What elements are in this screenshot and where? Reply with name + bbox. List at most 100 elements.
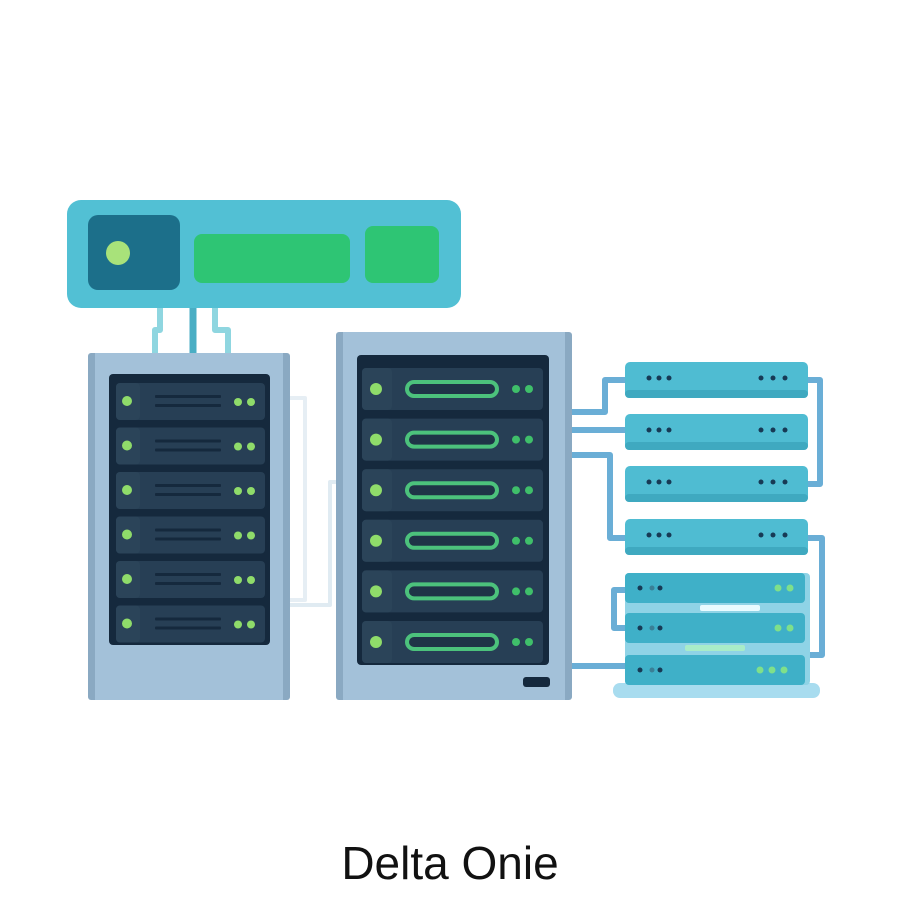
- led-icon: [370, 534, 382, 547]
- unit-body: [116, 561, 265, 598]
- led-icon: [370, 484, 382, 497]
- port-icon: [646, 375, 652, 381]
- stack-unit: [625, 573, 805, 603]
- led-icon: [122, 440, 132, 451]
- vent-line: [155, 626, 221, 630]
- vent-line: [155, 484, 221, 487]
- cable: [808, 377, 823, 487]
- drive-slot: [405, 380, 499, 398]
- led-icon: [247, 487, 255, 495]
- switch-body: [625, 466, 808, 502]
- cable: [572, 452, 625, 541]
- cables: [152, 308, 825, 669]
- led-icon: [370, 383, 382, 395]
- port-icon: [656, 532, 662, 538]
- port-icon: [758, 479, 764, 485]
- port-icon: [637, 625, 643, 631]
- switch-unit: [625, 414, 808, 450]
- power-led-icon: [106, 241, 130, 265]
- port-icon: [649, 667, 655, 673]
- network-switches: [613, 362, 820, 698]
- led-icon: [525, 536, 533, 545]
- vent-line: [155, 395, 221, 398]
- vent-line: [155, 448, 221, 452]
- port-icon: [656, 375, 662, 381]
- port-icon: [782, 375, 788, 381]
- led-icon: [122, 574, 132, 584]
- switch-body: [625, 519, 808, 555]
- server-unit: [362, 418, 543, 461]
- led-icon: [774, 584, 782, 592]
- port-icon: [782, 427, 788, 433]
- led-icon: [370, 433, 382, 446]
- led-icon: [512, 435, 520, 444]
- port-icon: [657, 667, 663, 673]
- port-icon: [770, 427, 776, 433]
- router-display: [194, 234, 350, 283]
- port-icon: [758, 427, 764, 433]
- cable: [212, 308, 231, 356]
- server-unit: [362, 570, 543, 613]
- led-icon: [247, 531, 255, 540]
- vent-line: [155, 582, 221, 585]
- switch-base: [625, 494, 808, 502]
- switch-base: [625, 547, 808, 555]
- led-icon: [234, 576, 242, 584]
- stack-unit-body: [625, 573, 805, 603]
- led-icon: [786, 584, 794, 592]
- led-icon: [512, 385, 520, 393]
- server-unit: [116, 516, 265, 554]
- led-icon: [512, 486, 520, 495]
- led-icon: [234, 531, 242, 540]
- vent-line: [155, 573, 221, 576]
- port-icon: [782, 479, 788, 485]
- highlight: [685, 645, 745, 651]
- port-icon: [770, 532, 776, 538]
- port-icon: [649, 585, 655, 591]
- stack-unit: [625, 613, 805, 643]
- led-icon: [122, 529, 132, 540]
- switch-unit: [625, 466, 808, 502]
- vent-line: [155, 439, 221, 443]
- led-icon: [786, 624, 794, 632]
- highlight: [700, 605, 760, 611]
- switch-unit: [625, 519, 808, 555]
- stack-unit-body: [625, 655, 805, 685]
- led-icon: [525, 435, 533, 444]
- cable: [290, 396, 307, 602]
- led-icon: [512, 536, 520, 545]
- stack-unit: [625, 655, 805, 685]
- router-panel: [88, 215, 180, 290]
- led-icon: [525, 385, 533, 393]
- unit-body: [116, 472, 265, 509]
- drive-slot: [405, 582, 499, 601]
- caption: Delta Onie: [341, 837, 559, 889]
- server-unit: [116, 472, 265, 509]
- server-unit: [116, 605, 265, 643]
- port-icon: [657, 585, 663, 591]
- drive-slot: [405, 531, 499, 550]
- port-icon: [657, 625, 663, 631]
- vent-line: [155, 528, 221, 532]
- led-icon: [234, 442, 242, 451]
- server-unit: [362, 368, 543, 410]
- status-bar: [523, 677, 550, 687]
- port-icon: [646, 427, 652, 433]
- led-icon: [780, 666, 788, 674]
- port-icon: [656, 479, 662, 485]
- led-icon: [122, 618, 132, 629]
- drive-slot: [405, 481, 499, 500]
- vent-line: [155, 617, 221, 621]
- port-icon: [770, 375, 776, 381]
- led-icon: [774, 624, 782, 632]
- cable: [611, 587, 625, 631]
- vent-line: [155, 537, 221, 541]
- led-icon: [247, 620, 255, 629]
- switch-unit: [625, 362, 808, 398]
- port-icon: [656, 427, 662, 433]
- led-icon: [370, 636, 382, 648]
- network-router: [67, 200, 461, 308]
- port-icon: [666, 427, 672, 433]
- drive-slot: [405, 633, 499, 651]
